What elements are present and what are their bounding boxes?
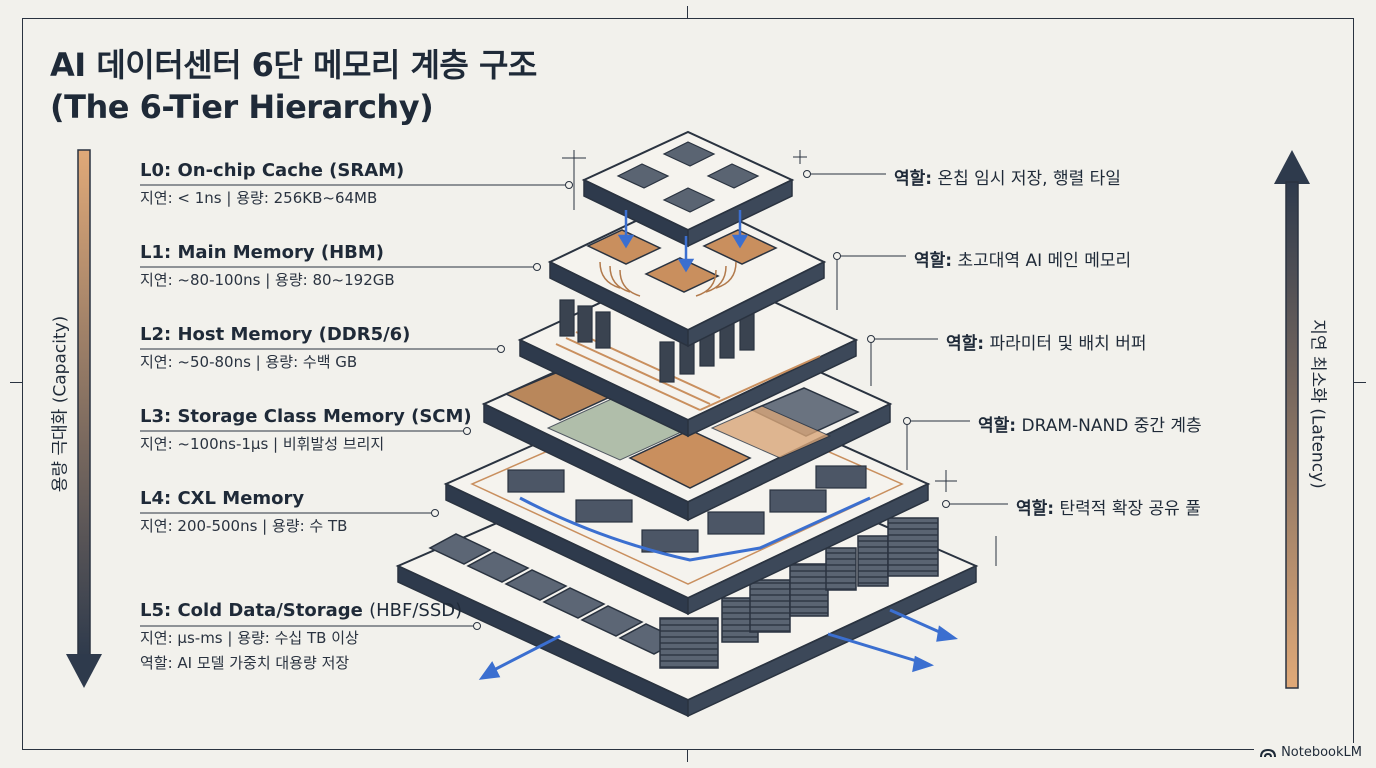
frame-tick-bottom (687, 750, 688, 762)
frame-border (22, 18, 1354, 750)
tier-l4-role-key: 역할: (1016, 499, 1055, 519)
tier-l2-name: L2: Host Memory (DDR5/6) (140, 324, 411, 345)
tier-l2-spec: 지연: ~50-80ns | 용량: 수백 GB (140, 353, 358, 371)
tier-l0-role-text: 온칩 임시 저장, 행렬 타일 (937, 169, 1121, 189)
tier-l2-role: 역할: 파라미터 및 배치 버퍼 (946, 329, 1146, 354)
tier-l3-role: 역할: DRAM-NAND 중간 계층 (978, 411, 1202, 436)
tier-l5-name: L5: Cold Data/Storage (HBF/SSD) (140, 600, 462, 621)
tier-l1-name: L1: Main Memory (HBM) (140, 242, 385, 263)
notebooklm-logo-icon (1260, 748, 1277, 757)
tier-l2-role-key: 역할: (946, 334, 985, 354)
tier-l1-role-text: 초고대역 AI 메인 메모리 (957, 251, 1132, 271)
tier-l0-role: 역할: 온칩 임시 저장, 행렬 타일 (894, 164, 1121, 189)
tier-l4-role: 역할: 탄력적 확장 공유 풀 (1016, 494, 1201, 519)
tier-l0-slab (581, 130, 795, 273)
tier-l5-role: 역할: AI 모델 가중치 대용량 저장 (140, 654, 350, 672)
tier-l1-role-key: 역할: (914, 251, 953, 271)
watermark-text: NotebookLM (1281, 745, 1362, 760)
tier-l0-role-key: 역할: (894, 169, 933, 189)
title-line-1: AI 데이터센터 6단 메모리 계층 구조 (50, 46, 537, 84)
tier-l5-label: L5: Cold Data/Storage (HBF/SSD) 지연: μs-m… (140, 600, 462, 673)
right-leader-lines (803, 170, 1008, 508)
latency-axis-label: 지연 최소화 (Latency) (1307, 319, 1328, 489)
tier-l5-spec: 지연: μs-ms | 용량: 수십 TB 이상 (140, 629, 359, 647)
tier-l5-name-main: L5: Cold Data/Storage (140, 600, 363, 621)
tier-l1-role: 역할: 초고대역 AI 메인 메모리 (914, 246, 1131, 271)
title-line-2: (The 6-Tier Hierarchy) (50, 88, 434, 126)
notebooklm-watermark: NotebookLM (1254, 743, 1368, 762)
tier-l0-name: L0: On-chip Cache (SRAM) (140, 160, 405, 181)
tier-l0-label: L0: On-chip Cache (SRAM) 지연: < 1ns | 용량:… (140, 160, 404, 208)
frame-tick-right (1354, 382, 1366, 383)
tier-l4-spec: 지연: 200-500ns | 용량: 수 TB (140, 517, 348, 535)
tier-l4-label: L4: CXL Memory 지연: 200-500ns | 용량: 수 TB (140, 488, 347, 536)
tier-l1-spec: 지연: ~80-100ns | 용량: 80~192GB (140, 271, 395, 289)
tier-l3-label: L3: Storage Class Memory (SCM) 지연: ~100n… (140, 406, 472, 454)
tier-l2-role-text: 파라미터 및 배치 버퍼 (989, 334, 1147, 354)
capacity-arrow (66, 149, 102, 688)
tier-l3-name: L3: Storage Class Memory (SCM) (140, 406, 472, 427)
capacity-axis-label: 용량 극대화 (Capacity) (50, 315, 71, 493)
page-title: AI 데이터센터 6단 메모리 계층 구조 (The 6-Tier Hierar… (50, 44, 537, 128)
tier-l4-name: L4: CXL Memory (140, 488, 305, 509)
left-leader-lines (140, 181, 573, 630)
tier-l5-name-suffix: (HBF/SSD) (369, 600, 463, 621)
tier-l1-label: L1: Main Memory (HBM) 지연: ~80-100ns | 용량… (140, 242, 395, 290)
frame-tick-left (10, 382, 22, 383)
frame-tick-top (687, 6, 688, 18)
tier-l4-role-text: 탄력적 확장 공유 풀 (1059, 499, 1201, 519)
latency-arrow (1274, 150, 1310, 689)
tier-l0-spec: 지연: < 1ns | 용량: 256KB~64MB (140, 189, 378, 207)
tier-l3-role-text: DRAM-NAND 중간 계층 (1021, 416, 1202, 436)
tier-l3-role-key: 역할: (978, 416, 1017, 436)
tier-l3-spec: 지연: ~100ns-1μs | 비휘발성 브리지 (140, 435, 385, 453)
tier-l2-label: L2: Host Memory (DDR5/6) 지연: ~50-80ns | … (140, 324, 410, 372)
